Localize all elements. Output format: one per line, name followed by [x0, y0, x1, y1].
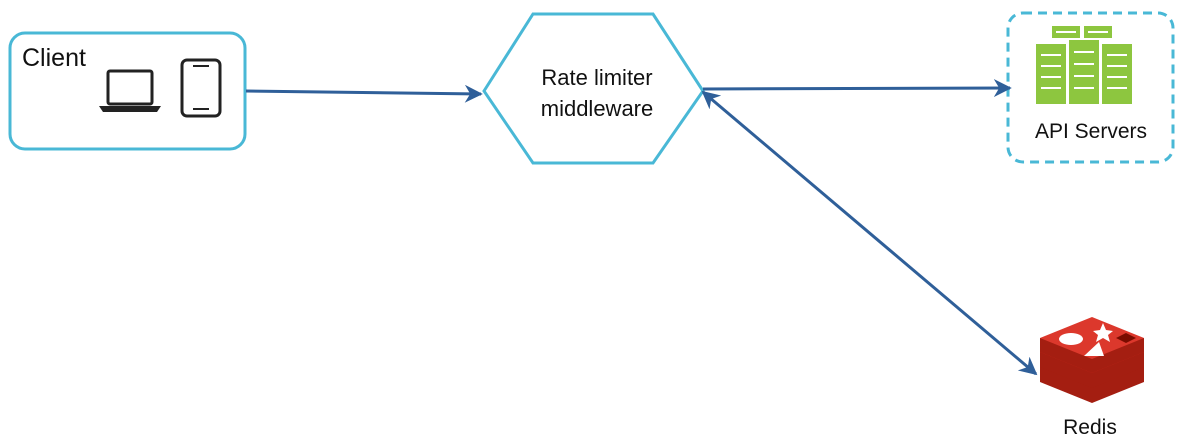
client-node[interactable] [8, 31, 247, 151]
laptop-icon [99, 69, 161, 112]
edge-rate-limiter-redis [701, 90, 1038, 376]
server-rack-icon [1036, 26, 1132, 104]
tablet-icon [180, 58, 222, 118]
api-servers-label: API Servers [1034, 120, 1148, 143]
client-label: Client [22, 44, 86, 72]
edge-client-to-rate-limiter [245, 84, 483, 103]
redis-logo-icon [1040, 317, 1144, 403]
rate-limiter-label-line1: Rate limiter [541, 65, 653, 90]
rate-limiter-label: Rate limiter middleware [488, 62, 706, 124]
rate-limiter-label-line2: middleware [540, 96, 654, 121]
edge-rate-limiter-to-api-servers [702, 79, 1012, 98]
redis-label: Redis [1063, 416, 1117, 439]
